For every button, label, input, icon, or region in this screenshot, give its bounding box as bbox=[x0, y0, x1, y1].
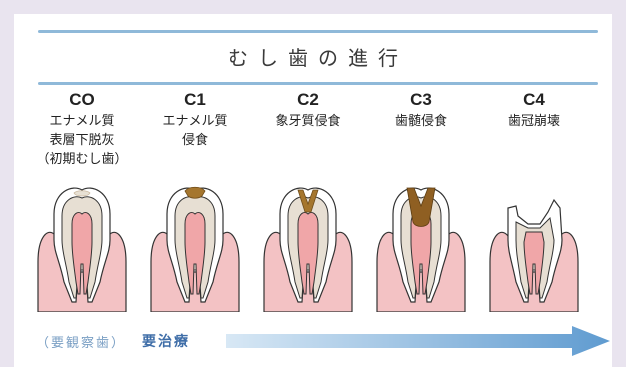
title-banner: むし歯の進行 bbox=[38, 30, 612, 88]
diagram-card: むし歯の進行 CO エナメル質 表層下脱灰 （初期むし歯） C1 エナメル質 侵… bbox=[14, 14, 612, 367]
tooth-c1-illustration bbox=[145, 182, 245, 312]
stage-code: C3 bbox=[366, 90, 476, 110]
stage-c2: C2 象牙質侵食 bbox=[253, 90, 363, 131]
stage-code: C1 bbox=[140, 90, 250, 110]
stage-description: 歯髄侵食 bbox=[366, 112, 476, 131]
observation-label: （要観察歯） bbox=[36, 332, 126, 351]
title-rule-top bbox=[38, 30, 598, 33]
title-rule-bottom bbox=[38, 82, 598, 85]
tooth-co-illustration bbox=[32, 182, 132, 312]
stage-c3: C3 歯髄侵食 bbox=[366, 90, 476, 131]
tooth-c2-illustration bbox=[258, 182, 358, 312]
tooth-c3-illustration bbox=[371, 182, 471, 312]
stage-code: CO bbox=[27, 90, 137, 110]
stage-code: C2 bbox=[253, 90, 363, 110]
stage-c1: C1 エナメル質 侵食 bbox=[140, 90, 250, 150]
treatment-indicator: （要観察歯） 要治療 bbox=[14, 326, 612, 356]
progression-arrow bbox=[226, 326, 612, 356]
stage-description: 象牙質侵食 bbox=[253, 112, 363, 131]
white-spot-lesion bbox=[74, 191, 90, 196]
stage-co: CO エナメル質 表層下脱灰 （初期むし歯） bbox=[27, 90, 137, 169]
stage-c4: C4 歯冠崩壊 bbox=[479, 90, 589, 131]
stage-description: エナメル質 侵食 bbox=[140, 112, 250, 150]
stage-description: 歯冠崩壊 bbox=[479, 112, 589, 131]
stage-description: エナメル質 表層下脱灰 （初期むし歯） bbox=[27, 112, 137, 169]
tooth-c4-illustration bbox=[484, 182, 584, 312]
stage-code: C4 bbox=[479, 90, 589, 110]
diagram-title: むし歯の進行 bbox=[38, 42, 598, 71]
treatment-label: 要治療 bbox=[142, 331, 190, 351]
